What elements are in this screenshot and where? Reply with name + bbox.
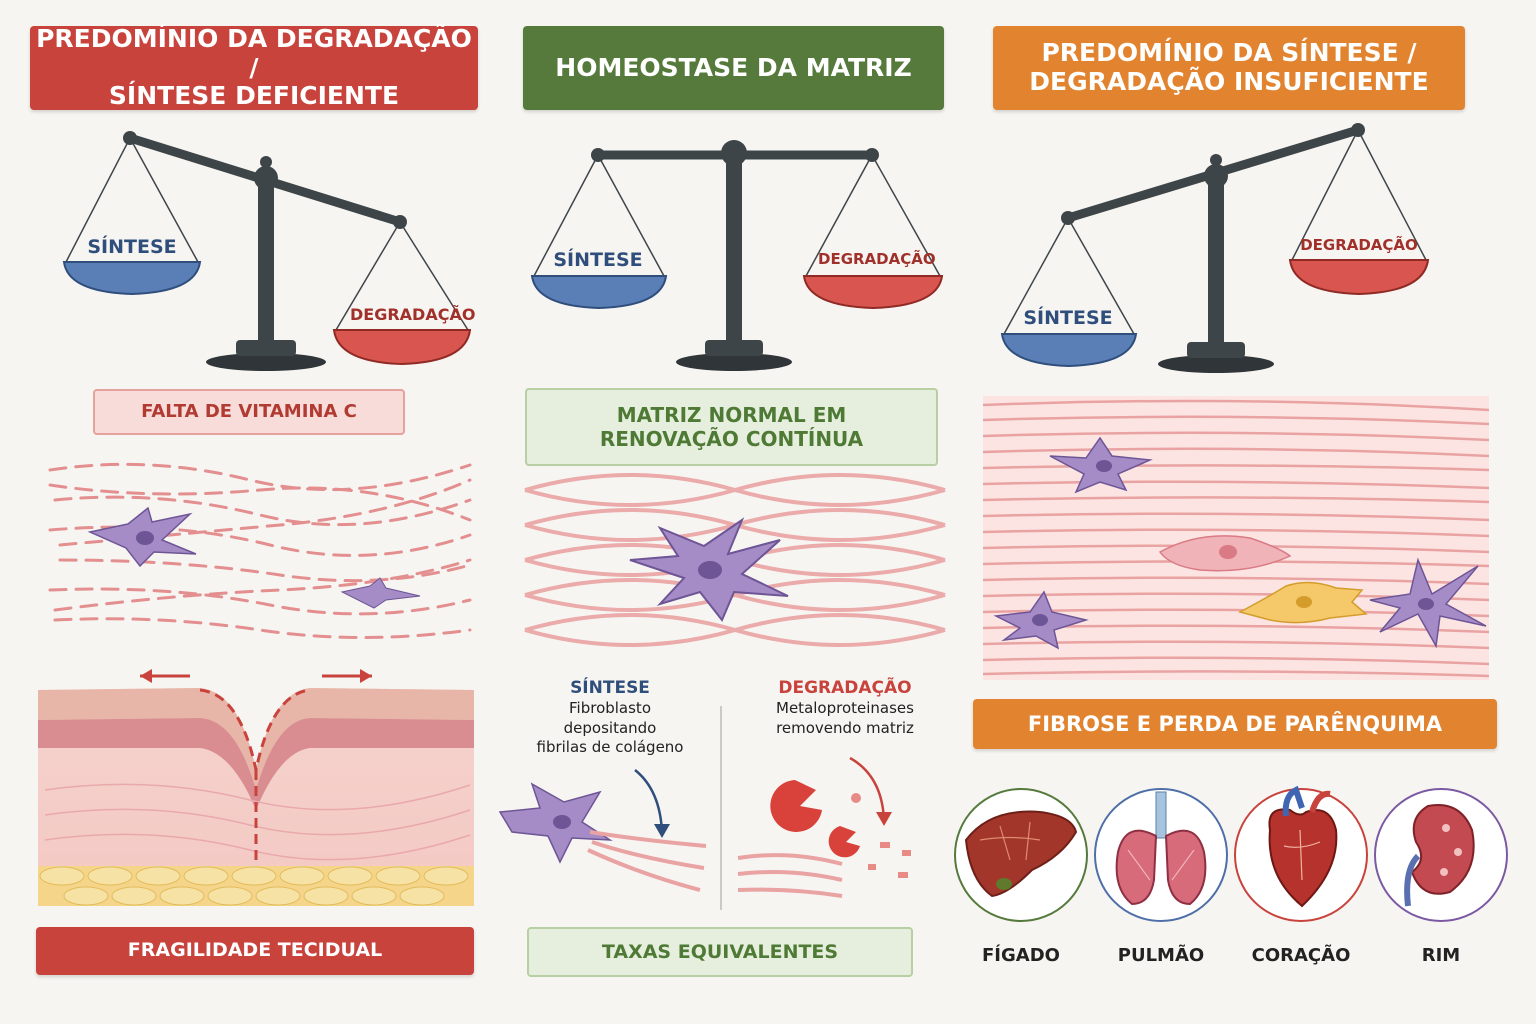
vitamin-c-deficiency-tag: FALTA DE VITAMINA C: [93, 389, 405, 435]
left-balance-scale: [62, 131, 472, 371]
center-title-banner: HOMEOSTASE DA MATRIZ: [523, 26, 944, 110]
equivalent-rates-tag: TAXAS EQUIVALENTES: [527, 927, 913, 977]
metalloproteinase-icon: [737, 756, 911, 898]
synthesis-caption-line1: Fibroblasto: [569, 699, 651, 718]
synthesis-caption: SÍNTESE Fibroblasto depositando fibrilas…: [510, 677, 710, 758]
left-title-line2: SÍNTESE DEFICIENTE: [108, 81, 400, 111]
center-pan-synthesis-label: SÍNTESE: [553, 249, 643, 271]
center-fibroblast: [629, 517, 789, 622]
right-balance-scale: [1000, 123, 1430, 373]
left-fibroblasts: [87, 506, 421, 609]
tissue-fragility-text: FRAGILIDADE TECIDUAL: [127, 939, 383, 962]
right-title-line1: PREDOMÍNIO DA SÍNTESE /: [1041, 38, 1417, 68]
right-dense-fibrosis: [982, 396, 1490, 680]
left-pan-synthesis-label: SÍNTESE: [87, 236, 177, 258]
organ-label-heart: CORAÇÃO: [1251, 945, 1351, 966]
normal-matrix-line1: MATRIZ NORMAL EM: [616, 403, 847, 427]
center-balance-scale: [530, 140, 944, 371]
left-skin-tissue: [38, 669, 474, 906]
organ-label-lung: PULMÃO: [1117, 945, 1205, 966]
degradation-caption-line1: Metaloproteinases: [776, 699, 914, 718]
synthesis-caption-line2: depositando: [563, 718, 657, 737]
vitamin-c-deficiency-text: FALTA DE VITAMINA C: [141, 401, 357, 423]
liver-icon: [954, 788, 1088, 922]
kidney-icon: [1374, 788, 1508, 922]
equivalent-rates-text: TAXAS EQUIVALENTES: [601, 940, 839, 963]
synthesis-caption-line3: fibrilas de colágeno: [536, 738, 684, 757]
right-pan-synthesis-label: SÍNTESE: [1023, 307, 1113, 329]
right-title-banner: PREDOMÍNIO DA SÍNTESE / DEGRADAÇÃO INSUF…: [993, 26, 1465, 110]
left-title-line1: PREDOMÍNIO DA DEGRADAÇÃO /: [36, 23, 472, 82]
tissue-fragility-banner: FRAGILIDADE TECIDUAL: [36, 927, 474, 975]
right-title-line2: DEGRADAÇÃO INSUFICIENTE: [1029, 67, 1429, 96]
synthesis-caption-title: SÍNTESE: [570, 678, 650, 698]
normal-matrix-line2: RENOVAÇÃO CONTÍNUA: [599, 427, 864, 451]
fibrosis-text: FIBROSE E PERDA DE PARÊNQUIMA: [1027, 711, 1443, 736]
degradation-caption: DEGRADAÇÃO Metaloproteinases removendo m…: [750, 677, 940, 738]
fibrosis-banner: FIBROSE E PERDA DE PARÊNQUIMA: [973, 699, 1497, 749]
center-title: HOMEOSTASE DA MATRIZ: [555, 52, 912, 82]
normal-matrix-tag: MATRIZ NORMAL EM RENOVAÇÃO CONTÍNUA: [525, 388, 938, 466]
organ-label-liver: FÍGADO: [982, 945, 1060, 966]
degradation-caption-title: DEGRADAÇÃO: [778, 678, 912, 698]
heart-icon: [1234, 785, 1368, 922]
organ-label-kidney: RIM: [1421, 945, 1461, 966]
degradation-caption-line2: removendo matriz: [776, 718, 914, 737]
left-pan-degradation-label: DEGRADAÇÃO: [350, 305, 476, 324]
center-pan-degradation-label: DEGRADAÇÃO: [818, 250, 936, 268]
left-title-banner: PREDOMÍNIO DA DEGRADAÇÃO / SÍNTESE DEFIC…: [30, 23, 478, 111]
lung-icon: [1094, 788, 1228, 922]
left-broken-fibers: [48, 462, 472, 639]
right-pan-degradation-label: DEGRADAÇÃO: [1300, 236, 1418, 254]
synthesis-fibroblast-icon: [498, 769, 707, 892]
